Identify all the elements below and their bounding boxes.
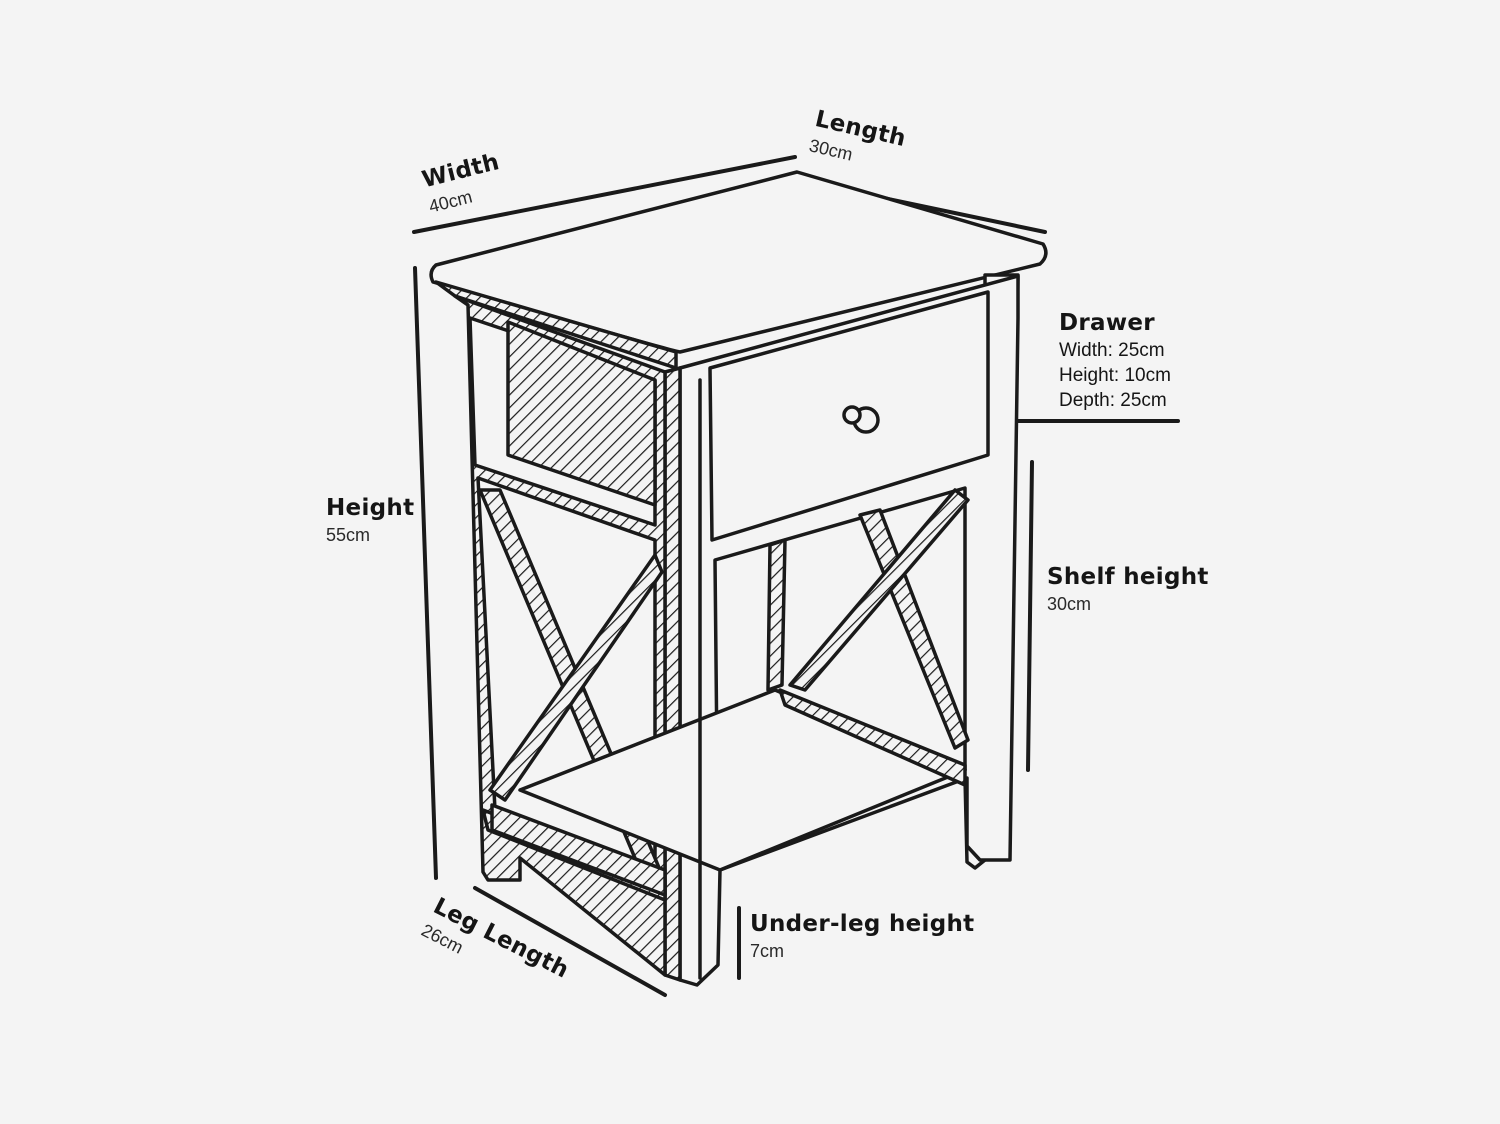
drawer-width: Width: 25cm bbox=[1059, 340, 1165, 361]
under-leg-height-value: 7cm bbox=[750, 941, 785, 961]
leg-length-dimension-line bbox=[473, 886, 667, 997]
right-x-brace-b bbox=[788, 488, 970, 692]
drawer-knob-back bbox=[842, 405, 862, 425]
shelf-height-value: 30cm bbox=[1047, 594, 1092, 614]
height-label: Height 55cm bbox=[326, 495, 415, 545]
drawer-height: Height: 10cm bbox=[1059, 365, 1171, 386]
drawer-depth: Depth: 25cm bbox=[1059, 390, 1167, 411]
shelf-height-dimension-line bbox=[1026, 460, 1034, 772]
width-dimension-line bbox=[412, 155, 797, 234]
under-leg-height-label: Under-leg height 7cm bbox=[750, 911, 975, 961]
front-left-leg bbox=[663, 366, 682, 982]
left-side-back-panel bbox=[506, 320, 657, 507]
bottom-shelf-back-rail bbox=[778, 688, 967, 787]
height-value: 55cm bbox=[326, 525, 371, 545]
bottom-shelf-front-rail bbox=[490, 803, 667, 897]
height-dimension-line bbox=[413, 266, 438, 880]
height-title: Height bbox=[326, 495, 415, 521]
left-x-brace-b bbox=[488, 553, 664, 802]
drawer-title: Drawer bbox=[1059, 310, 1155, 336]
under-leg-height-title: Under-leg height bbox=[750, 911, 975, 937]
inner-back-leg bbox=[766, 538, 787, 692]
shelf-height-title: Shelf height bbox=[1047, 564, 1209, 590]
shelf-height-label: Shelf height 30cm bbox=[1047, 564, 1209, 614]
drawer-label: Drawer Width: 25cm Height: 10cm Depth: 2… bbox=[1059, 310, 1171, 411]
